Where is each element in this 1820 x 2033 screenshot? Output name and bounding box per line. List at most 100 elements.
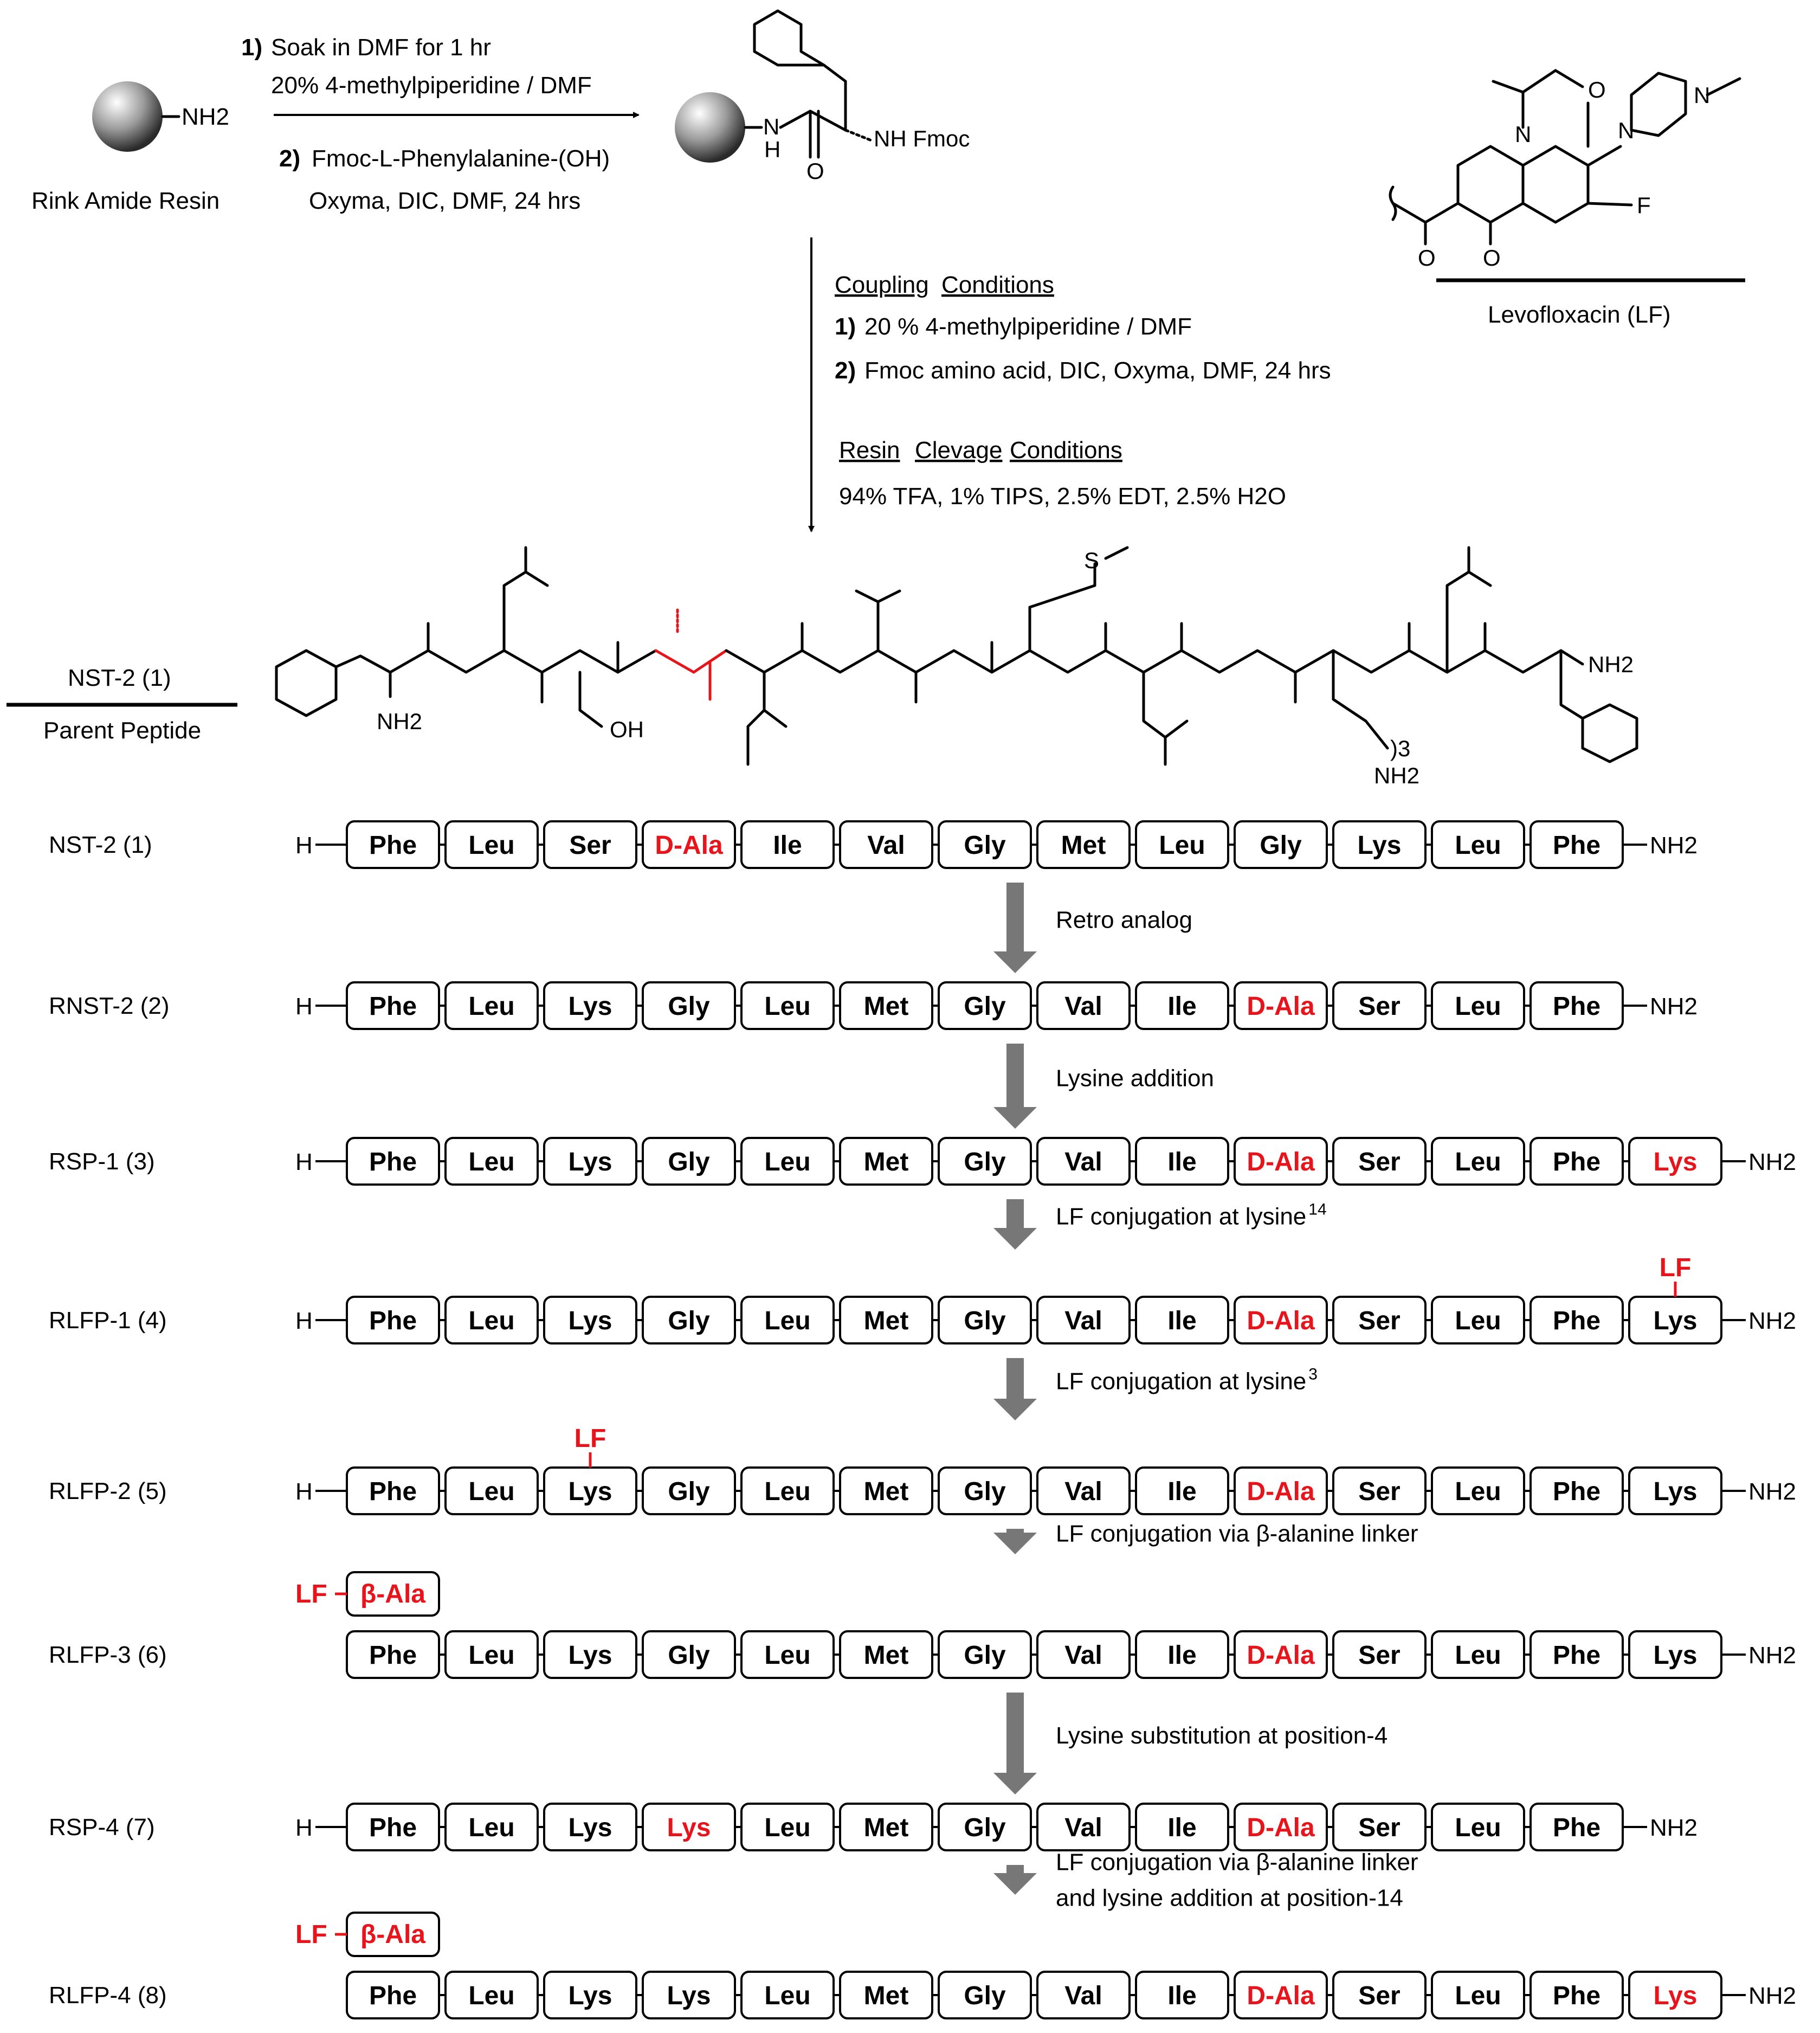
svg-text:F: F	[1637, 192, 1651, 218]
c-terminus-label: NH2	[1748, 1642, 1796, 1669]
residue-label: Leu	[1455, 1477, 1501, 1506]
residue-label: Met	[864, 1477, 909, 1506]
residue-label: Leu	[1455, 1307, 1501, 1335]
levofloxacin-structure: O O N O F N N Levofloxacin (LF)	[1389, 69, 1745, 328]
step1-text: Soak in DMF for 1 hr	[271, 34, 491, 61]
transformation-arrow: Retro analog	[993, 883, 1192, 973]
residue-label: Phe	[369, 1307, 417, 1335]
arrow-caption: Retro analog	[1056, 907, 1192, 934]
svg-text:O: O	[1418, 245, 1436, 271]
arrow-shaft	[1006, 1199, 1024, 1228]
resin-loading-step: NH2 Rink Amide Resin 1) Soak in DMF for …	[31, 9, 970, 214]
residue-label: Ser	[1358, 1813, 1400, 1842]
nst2-skeletal-structure: NH2 OH S )3 NH2	[275, 546, 1638, 788]
residue-label: Leu	[764, 1148, 810, 1176]
n-terminus-label: H	[295, 832, 313, 859]
residue-label: Ile	[1167, 1148, 1196, 1176]
residue-label: Ile	[1167, 992, 1196, 1021]
residue-label: Lys	[569, 1477, 612, 1506]
coupling-step1-number: 1)	[835, 313, 856, 340]
n-terminus-label: H	[295, 1308, 313, 1334]
lf-label: LF	[295, 1920, 327, 1949]
residue-label: Gly	[964, 1981, 1006, 2010]
residue-label: Gly	[964, 1148, 1006, 1176]
c-terminus-label: NH2	[1748, 1149, 1796, 1175]
row-label: RLFP-4 (8)	[49, 1982, 167, 2009]
residue-label: Ser	[1358, 1477, 1400, 1506]
svg-text:)3: )3	[1390, 736, 1410, 761]
residue-label: Lys	[569, 1981, 612, 2010]
residue-label: Leu	[764, 1981, 810, 2010]
svg-text:S: S	[1084, 548, 1099, 573]
residue-label: Ile	[1167, 1641, 1196, 1670]
step1-subtext: 20% 4-methylpiperidine / DMF	[271, 72, 592, 99]
linker-label: β-Ala	[360, 1580, 425, 1609]
arrow-caption: LF conjugation via β-alanine linker	[1056, 1849, 1418, 1876]
arrow-shaft	[1006, 1358, 1024, 1399]
residue-label: Lys	[1654, 1307, 1698, 1335]
svg-text:NH2: NH2	[1374, 763, 1419, 788]
residue-label: D-Ala	[1247, 1641, 1315, 1670]
row-label: RLFP-2 (5)	[49, 1478, 167, 1504]
residue-label: Val	[1064, 1813, 1102, 1842]
residue-label: Lys	[1654, 1981, 1698, 2010]
residue-label: Ser	[1358, 1307, 1400, 1335]
cleavage-title-c: Conditions	[1010, 437, 1122, 464]
arrow-caption: LF conjugation at lysine	[1056, 1204, 1306, 1230]
svg-text:H: H	[764, 137, 780, 162]
residue-label: Phe	[1553, 1477, 1600, 1506]
row-label: NST-2 (1)	[49, 832, 152, 858]
residue-label: Gly	[964, 1813, 1006, 1842]
residue-label: Phe	[369, 1813, 417, 1842]
row-label: RSP-4 (7)	[49, 1814, 155, 1841]
residue-label: Ile	[1167, 1813, 1196, 1842]
arrow-shaft	[1006, 1044, 1024, 1107]
svg-text:OH: OH	[610, 717, 644, 742]
residue-label: Ile	[1167, 1307, 1196, 1335]
c-terminus-label: NH2	[1650, 832, 1698, 859]
cleavage-title-a: Resin	[839, 437, 900, 464]
residue-label: Leu	[764, 1307, 810, 1335]
residue-label: Met	[864, 1981, 909, 2010]
arrow-shaft	[1006, 1865, 1024, 1873]
step2-text: Fmoc-L-Phenylalanine-(OH)	[312, 145, 610, 172]
residue-label: Phe	[369, 831, 417, 860]
residue-label: D-Ala	[1247, 1477, 1315, 1506]
row-label: RNST-2 (2)	[49, 993, 169, 1019]
residue-label: Met	[864, 1813, 909, 1842]
svg-text:NH2: NH2	[1588, 652, 1634, 677]
n-terminus-label: H	[295, 1478, 313, 1505]
transformation-arrow: LF conjugation via β-alanine linker	[993, 1521, 1418, 1554]
residue-label: Leu	[468, 1148, 514, 1176]
residue-label: Leu	[1159, 831, 1205, 860]
residue-label: Phe	[369, 992, 417, 1021]
residue-label: Met	[864, 992, 909, 1021]
arrow-head	[993, 1873, 1037, 1895]
cleavage-title-b: Clevage	[915, 437, 1002, 464]
residue-label: Ile	[1167, 1981, 1196, 2010]
c-terminus-label: NH2	[1748, 1308, 1796, 1334]
resin-nh2-label: NH2	[182, 104, 229, 130]
parent-subtitle: Parent Peptide	[43, 717, 201, 744]
residue-label: Ser	[569, 831, 611, 860]
residue-label: Phe	[1553, 1981, 1600, 2010]
step1-number: 1)	[241, 34, 262, 61]
parent-peptide-header: NST-2 (1) Parent Peptide	[7, 665, 237, 744]
residue-label: Val	[1064, 1641, 1102, 1670]
residue-label: Met	[864, 1641, 909, 1670]
residue-label: Lys	[1654, 1477, 1698, 1506]
arrow-head	[993, 1228, 1037, 1250]
residue-label: D-Ala	[1247, 992, 1315, 1021]
residue-label: Lys	[667, 1981, 711, 2010]
residue-label: Leu	[468, 1641, 514, 1670]
resin-label: Rink Amide Resin	[31, 188, 220, 214]
residue-label: Leu	[764, 1813, 810, 1842]
residue-label: Phe	[1553, 831, 1600, 860]
c-terminus-label: NH2	[1650, 1815, 1698, 1841]
